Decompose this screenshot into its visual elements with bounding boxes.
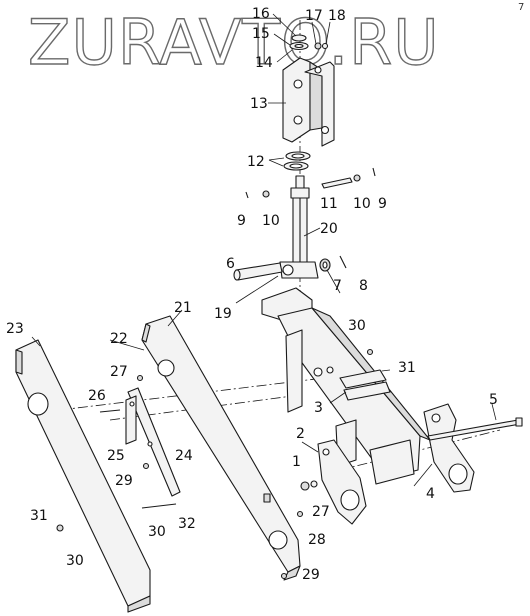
callout-30-top: 30 (348, 318, 366, 334)
pin-32 (141, 503, 177, 509)
corner-mark: 7 (518, 2, 524, 13)
side-plate-23 (15, 339, 151, 613)
callout-13: 13 (250, 96, 268, 112)
callout-10-right: 10 (353, 196, 371, 212)
callout-30-mid: 30 (148, 524, 166, 540)
callout-23: 23 (6, 321, 24, 337)
lever-plate-2 (317, 439, 367, 525)
main-beam-3 (261, 287, 431, 485)
side-plate-21 (141, 315, 301, 581)
callout-15: 15 (252, 26, 270, 42)
pin-11 (321, 177, 353, 189)
callout-27-top: 27 (110, 364, 128, 380)
callout-31-right: 31 (398, 360, 416, 376)
callout-27-bottom: 27 (312, 504, 330, 520)
callout-17: 17 (305, 8, 323, 24)
callout-3: 3 (314, 400, 323, 416)
lever-plate-4 (423, 403, 475, 493)
callout-31-left: 31 (30, 508, 48, 524)
callout-10-left: 10 (262, 213, 280, 229)
callout-30-bottom: 30 (66, 553, 84, 569)
callout-12: 12 (247, 154, 265, 170)
callout-4: 4 (426, 486, 435, 502)
watermark: ZURAVTO.RU (28, 6, 440, 79)
callout-5: 5 (489, 392, 498, 408)
bolt-5 (427, 417, 523, 441)
bracket-25 (125, 387, 181, 497)
callout-7: 7 (333, 278, 342, 294)
callout-19: 19 (214, 306, 232, 322)
callout-14: 14 (255, 55, 273, 71)
callout-29-bottom: 29 (302, 567, 320, 583)
callout-6: 6 (226, 256, 235, 272)
callout-24: 24 (175, 448, 193, 464)
callout-32: 32 (178, 516, 196, 532)
callout-8: 8 (359, 278, 368, 294)
shim-rings-12 (283, 151, 311, 171)
callout-9-right: 9 (378, 196, 387, 212)
callout-labels: 16 15 17 18 14 13 12 9 10 11 10 9 20 6 7… (6, 6, 498, 583)
callout-9-left: 9 (237, 213, 246, 229)
callout-26: 26 (88, 388, 106, 404)
pivot-shaft-20 (279, 175, 319, 279)
small-fasteners-9-10 (245, 167, 376, 199)
pin-6 (233, 262, 283, 281)
callout-22: 22 (110, 331, 128, 347)
callout-25: 25 (107, 448, 125, 464)
leader-lines (31, 13, 497, 487)
washers-14-18 (289, 34, 329, 51)
callout-1: 1 (292, 454, 301, 470)
callout-18: 18 (328, 8, 346, 24)
callout-16: 16 (252, 6, 270, 22)
nut-1 (300, 480, 318, 491)
callout-2: 2 (296, 426, 305, 442)
callout-21: 21 (174, 300, 192, 316)
washer-7-pin-8 (319, 255, 347, 272)
callout-11: 11 (320, 196, 338, 212)
top-bracket-13 (282, 57, 335, 147)
callout-20: 20 (320, 221, 338, 237)
callout-28: 28 (308, 532, 326, 548)
callout-29-mid: 29 (115, 473, 133, 489)
